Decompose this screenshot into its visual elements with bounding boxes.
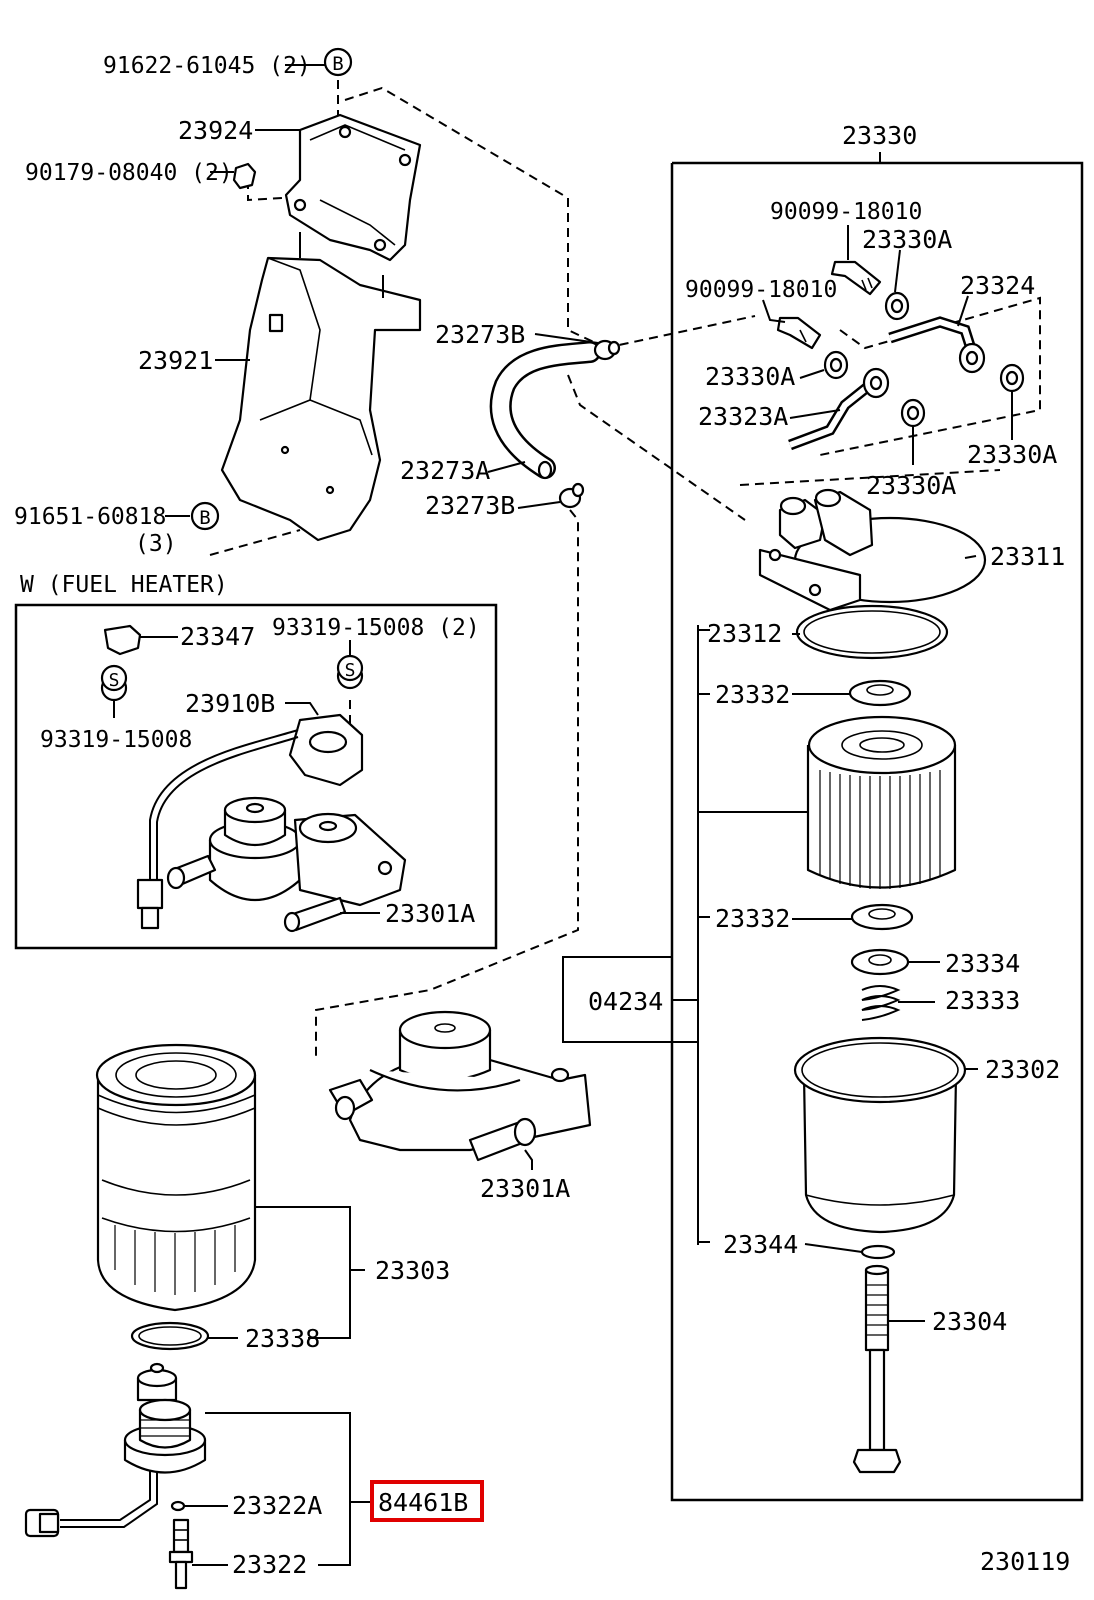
clip-23273b-bottom: [558, 482, 585, 509]
bracket-23924: [284, 113, 422, 262]
label-23311: 23311: [990, 542, 1065, 571]
label-23312: 23312: [707, 619, 782, 648]
union-bolt-90099-b: [776, 316, 822, 350]
o-ring-23344: [860, 1244, 896, 1260]
label-23302: 23302: [985, 1055, 1060, 1084]
label-23301a: 23301A: [480, 1174, 570, 1203]
label-93319: 93319-15008: [40, 727, 192, 753]
label-90099-a: 90099-18010: [770, 199, 922, 225]
label-91651: 91651-60818: [14, 504, 166, 530]
case-23302: [793, 1036, 967, 1234]
union-bolt-90099-a: [830, 260, 882, 296]
filter-element: [806, 715, 957, 889]
label-23330a-2: 23330A: [705, 362, 795, 391]
filter-head-23311: [758, 488, 987, 612]
label-23273b-bottom: 23273B: [425, 491, 515, 520]
gasket-23330a-2: [823, 350, 849, 380]
label-91622: 91622-61045 (2): [103, 53, 311, 79]
label-23324: 23324: [960, 271, 1035, 300]
label-23330a-1: 23330A: [862, 225, 952, 254]
label-93319-2: 93319-15008 (2): [272, 615, 480, 641]
bolt-23304: [852, 1264, 902, 1474]
symbol-s-left: S: [100, 664, 128, 692]
svg-text:S: S: [109, 670, 120, 691]
filter-head-23301a-box: [166, 796, 407, 933]
label-23301a-box: 23301A: [385, 899, 475, 928]
clip-23273b-top: [593, 339, 621, 361]
o-ring-23338: [130, 1321, 210, 1351]
label-23273b-top: 23273B: [435, 320, 525, 349]
pipe-23323a: [788, 367, 890, 451]
label-23332-b: 23332: [715, 904, 790, 933]
o-ring-23322a: [170, 1500, 186, 1512]
gasket-23330a-1: [884, 291, 910, 321]
bracket-23921: [220, 232, 422, 542]
label-23921: 23921: [138, 346, 213, 375]
svg-text:S: S: [345, 660, 356, 681]
label-23303: 23303: [375, 1256, 450, 1285]
label-23330a-4: 23330A: [866, 471, 956, 500]
assembly-23330-frame: [562, 152, 1084, 1502]
label-90099-b: 90099-18010: [685, 277, 837, 303]
leader-lines: [113, 64, 1013, 1566]
gasket-23332-bottom: [850, 903, 914, 931]
label-23330a-3: 23330A: [967, 440, 1057, 469]
label-23347: 23347: [180, 622, 255, 651]
washer-23334: [850, 948, 910, 976]
gasket-23330a-3: [999, 363, 1025, 393]
part-labels: 91622-61045 (2) 23924 90179-08040 (2) 23…: [14, 53, 1070, 1579]
label-23338: 23338: [245, 1324, 320, 1353]
symbol-b-bottom: B: [190, 501, 220, 531]
label-23334: 23334: [945, 949, 1020, 978]
connector-23347: [103, 624, 142, 656]
label-23332-a: 23332: [715, 680, 790, 709]
label-diagram-id: 230119: [980, 1547, 1070, 1576]
label-91651-qty: (3): [135, 531, 177, 557]
svg-text:B: B: [332, 53, 343, 75]
fuel-filter-23303: [95, 1043, 257, 1312]
nut-90179: [232, 162, 257, 190]
label-23323a: 23323A: [698, 402, 788, 431]
label-23344: 23344: [723, 1230, 798, 1259]
pipe-23324: [888, 316, 986, 374]
label-23333: 23333: [945, 986, 1020, 1015]
label-04234: 04234: [588, 987, 663, 1016]
sensor-23322: [168, 1518, 194, 1590]
svg-text:B: B: [199, 507, 210, 529]
label-23330: 23330: [842, 121, 917, 150]
hose-23273a: [489, 341, 601, 480]
filter-head-23301a: [328, 1010, 592, 1162]
symbol-s-right: S: [336, 654, 364, 682]
label-90179: 90179-08040 (2): [25, 160, 233, 186]
label-84461b[interactable]: 84461B: [378, 1488, 468, 1517]
label-23304: 23304: [932, 1307, 1007, 1336]
label-23910b: 23910B: [185, 689, 275, 718]
label-23924: 23924: [178, 116, 253, 145]
label-23273a: 23273A: [400, 456, 490, 485]
gasket-23330a-4: [900, 398, 926, 428]
gasket-23332-top: [848, 679, 912, 707]
heater-23910b: [136, 713, 364, 930]
highlight-84461b[interactable]: 84461B: [370, 1480, 484, 1522]
fuel-heater-inset: [14, 603, 498, 950]
label-fuel-heater-title: W (FUEL HEATER): [20, 572, 228, 598]
spring-23333: [861, 985, 901, 1021]
label-23322: 23322: [232, 1550, 307, 1579]
o-ring-23312: [795, 604, 949, 660]
sensor-assembly-84461b: [24, 1362, 207, 1538]
label-23322a: 23322A: [232, 1491, 322, 1520]
symbol-b-top: B: [323, 47, 353, 77]
